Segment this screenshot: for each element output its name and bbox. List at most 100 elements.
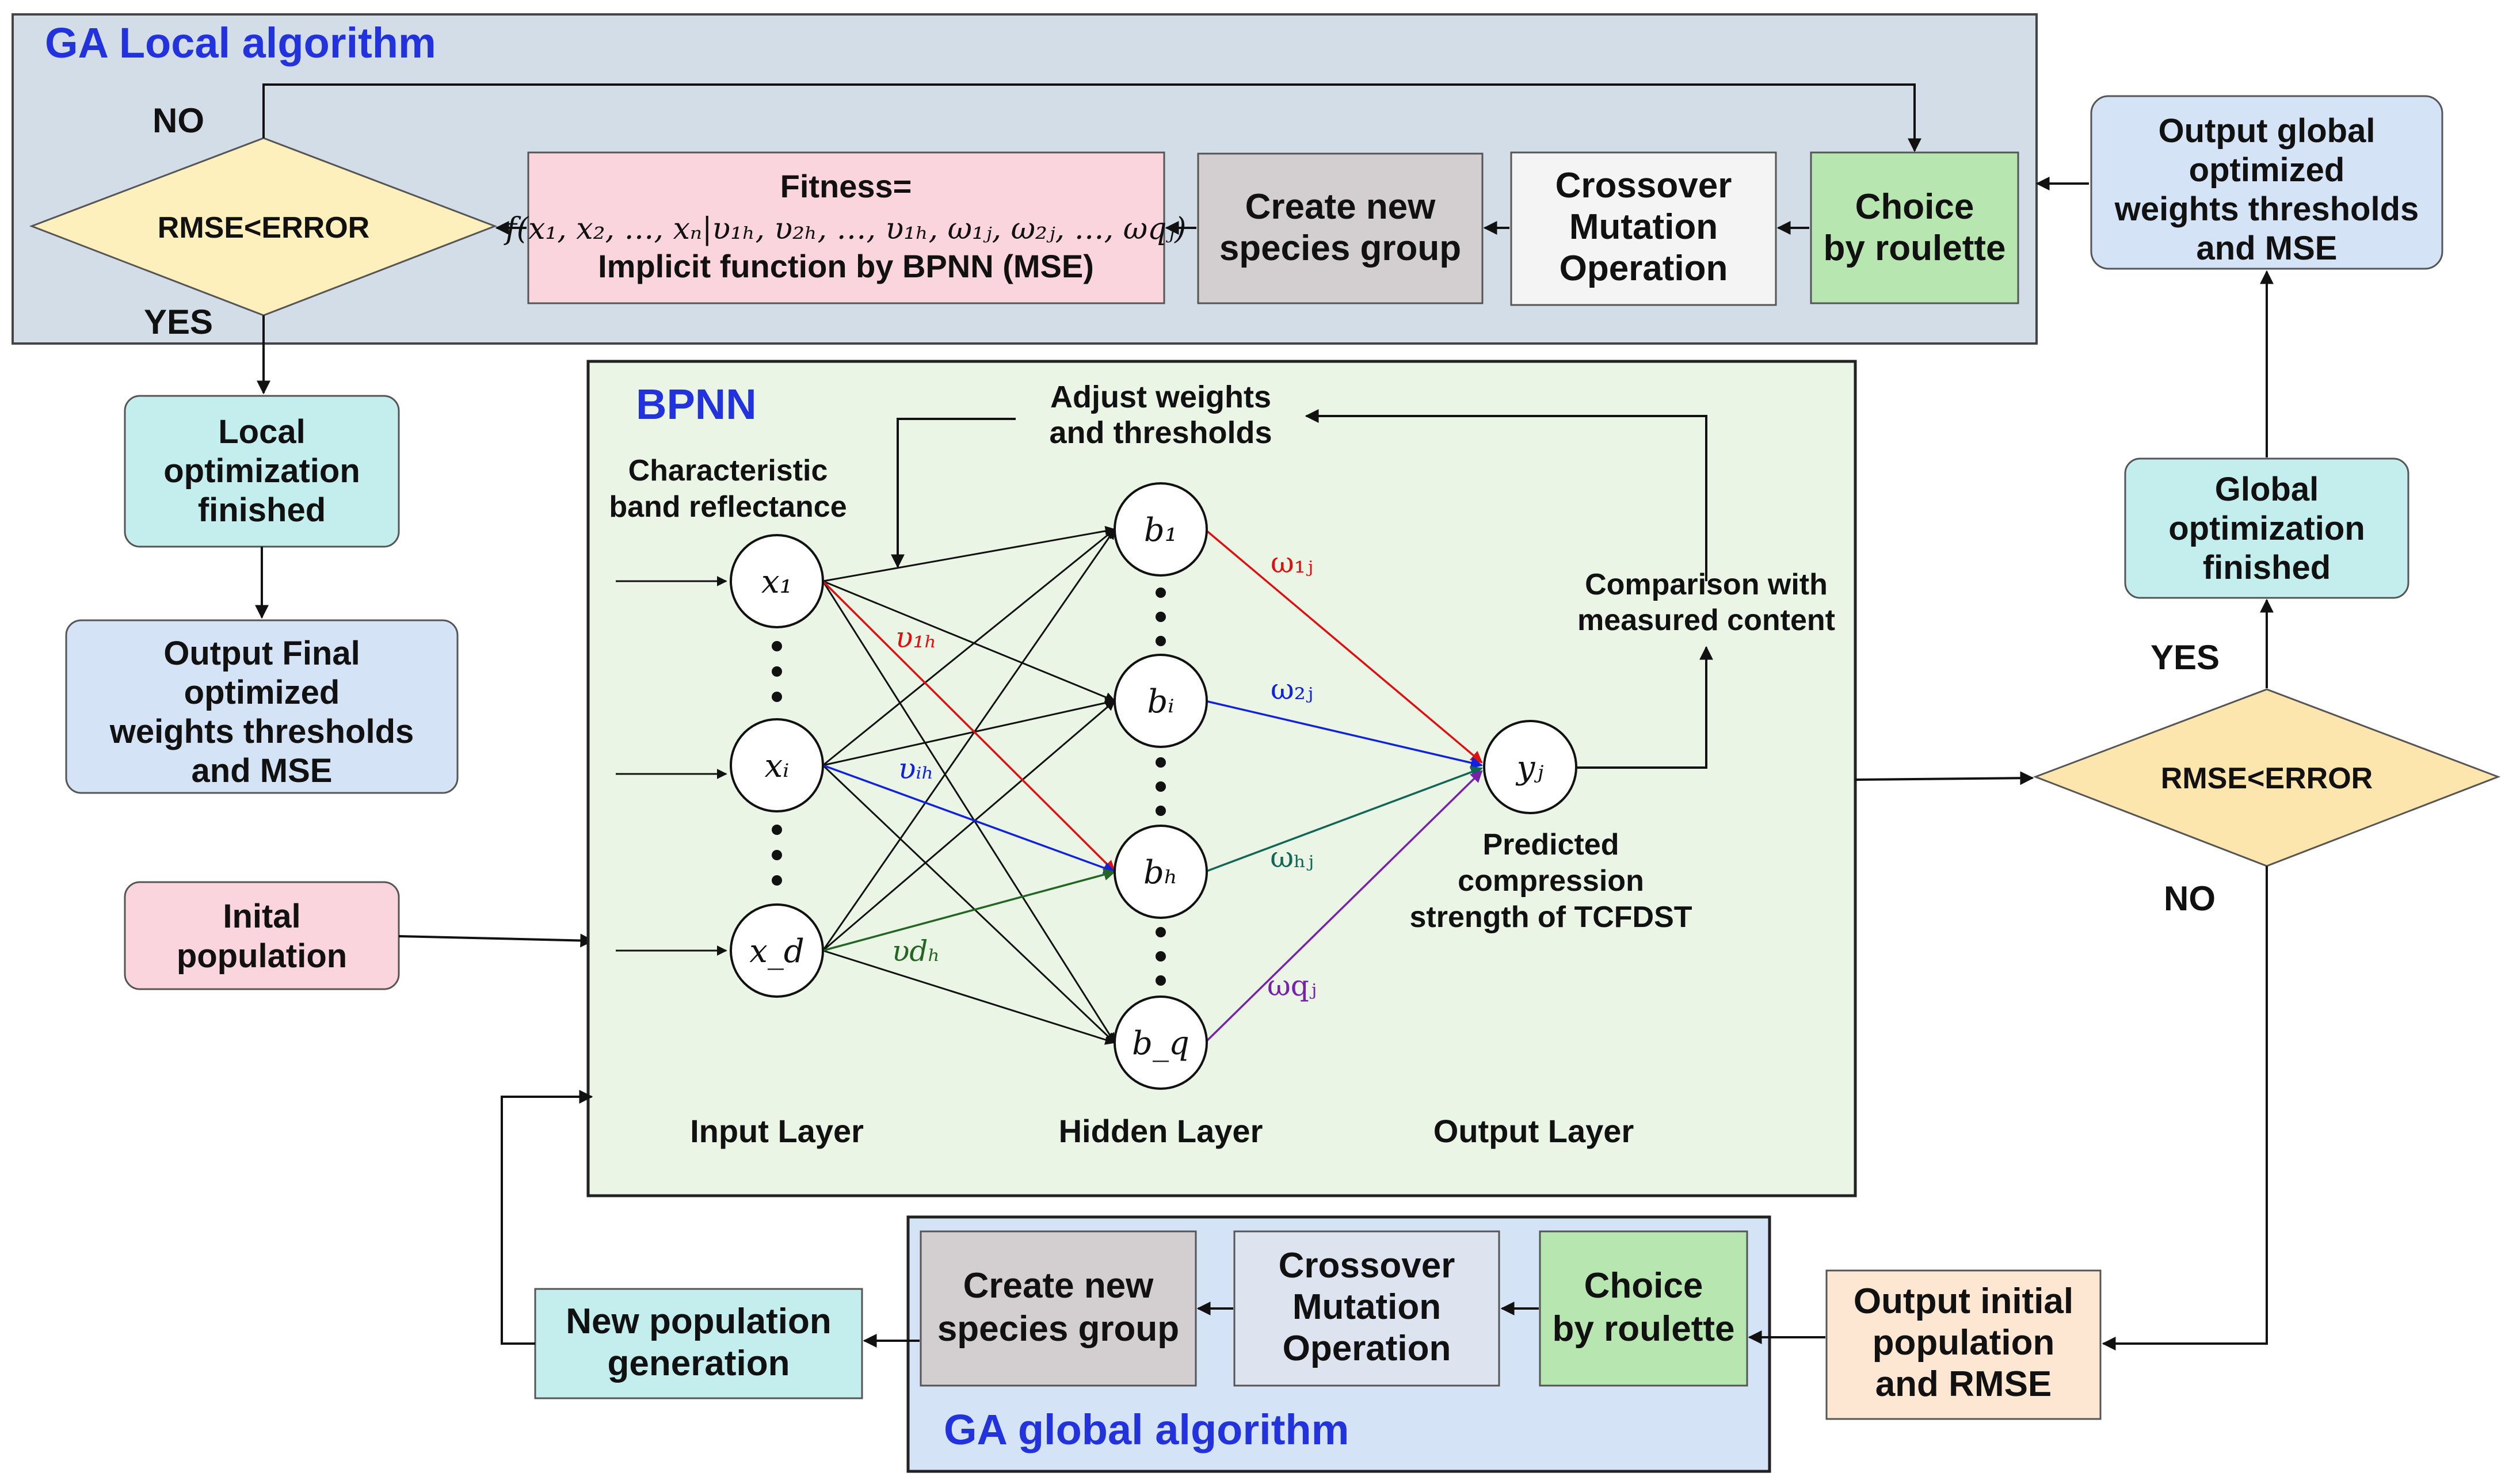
global-crossover-line2: Mutation	[1292, 1287, 1441, 1327]
input-node-1-label: x₁	[761, 563, 792, 601]
global-create-line1: Create new	[963, 1266, 1154, 1306]
weighted-connections	[822, 528, 1484, 1044]
hidden-node-i-label: bᵢ	[1147, 683, 1174, 720]
local-decision-diamond	[29, 137, 498, 316]
predicted-line1: Predicted	[1483, 828, 1619, 861]
ga-local-title: GA Local algorithm	[45, 19, 436, 67]
output-node-label: yⱼ	[1515, 749, 1544, 787]
characteristic-line1: Characteristic	[628, 454, 828, 487]
new-population-line2: generation	[608, 1344, 790, 1383]
output-final-box	[65, 619, 459, 794]
local-crossover-line1: Crossover	[1555, 166, 1732, 205]
global-crossover-box	[1233, 1230, 1500, 1387]
right-column: Output global optimized weights threshol…	[1855, 95, 2501, 1351]
input-node-1	[730, 534, 824, 628]
fitness-subtitle: Implicit function by BPNN (MSE)	[598, 248, 1094, 284]
hidden-node-h-label: bₕ	[1143, 854, 1178, 891]
global-crossover-line3: Operation	[1283, 1329, 1451, 1368]
output-initial-box	[1825, 1269, 2102, 1420]
global-crossover-line1: Crossover	[1279, 1246, 1455, 1285]
global-finished-box	[2124, 457, 2409, 599]
global-decision-text: RMSE<ERROR	[2161, 762, 2373, 795]
ellipsis-dots	[772, 588, 1166, 986]
hidden-node-1	[1114, 482, 1208, 577]
fitness-formula: f(x₁, x₂, …, xₙ|υ₁ₕ, υ₂ₕ, …, υ₁ₕ, ω₁ⱼ, ω…	[504, 212, 1187, 246]
output-initial-line3: and RMSE	[1875, 1364, 2052, 1404]
output-global-line3: weights thresholds	[2114, 190, 2419, 228]
left-column: Local optimization finished Output Final…	[65, 395, 594, 990]
output-final-line2: optimized	[184, 674, 340, 711]
ga-local-panel: GA Local algorithm NO YES RMSE<ERROR Fit…	[12, 13, 2038, 345]
initial-population-box	[124, 881, 400, 990]
initial-population-line2: population	[177, 937, 347, 975]
input-node-i-label: xᵢ	[765, 747, 790, 785]
adjust-line1: Adjust weights	[1050, 380, 1271, 414]
ga-global-arrows	[501, 1090, 1825, 1348]
global-no-label: NO	[2164, 879, 2216, 918]
weight-labels: υ₁ₕ υᵢₕ υdₕ ω₁ⱼ ω₂ⱼ ωₕⱼ ωqⱼ	[892, 546, 1317, 1002]
comparison-line2: measured content	[1577, 604, 1835, 637]
network-nodes: x₁ xᵢ x_d b₁ bᵢ bₕ b_q yⱼ	[730, 482, 1577, 1090]
predicted-line2: compression	[1458, 864, 1644, 898]
output-initial-line2: population	[1873, 1323, 2055, 1363]
output-layer-label: Output Layer	[1433, 1113, 1634, 1149]
global-decision-diamond	[2033, 688, 2501, 867]
local-choice-line2: by roulette	[1824, 228, 2006, 268]
hidden-layer-label: Hidden Layer	[1059, 1113, 1263, 1149]
global-choice-line1: Choice	[1584, 1266, 1703, 1306]
output-final-line4: and MSE	[192, 752, 333, 789]
local-finished-line1: Local	[218, 413, 306, 451]
characteristic-line2: band reflectance	[609, 490, 847, 524]
ga-global-panel: GA global algorithm Create new species g…	[906, 1215, 1771, 1473]
weight-vih: υᵢₕ	[898, 752, 934, 785]
weight-w2j: ω₂ⱼ	[1271, 673, 1313, 706]
hidden-node-i	[1114, 654, 1208, 748]
global-yes-label: YES	[2151, 638, 2220, 677]
fitness-title: Fitness=	[780, 168, 912, 204]
global-finished-line1: Global	[2215, 471, 2319, 508]
input-node-d	[730, 903, 824, 998]
output-global-line1: Output global	[2159, 112, 2376, 150]
global-choice-box	[1539, 1230, 1748, 1387]
local-finished-line3: finished	[198, 491, 326, 529]
local-no-label: NO	[152, 101, 204, 140]
global-finished-line3: finished	[2203, 549, 2331, 586]
hidden-node-1-label: b₁	[1144, 512, 1177, 549]
input-layer-label: Input Layer	[690, 1113, 864, 1149]
local-crossover-line2: Mutation	[1569, 207, 1718, 247]
initial-population-line1: Inital	[223, 898, 300, 935]
output-final-line1: Output Final	[163, 635, 360, 672]
local-decision-text: RMSE<ERROR	[158, 211, 369, 245]
bpnn-feedback-arrows	[891, 409, 1713, 769]
hidden-node-q	[1114, 995, 1208, 1090]
local-choice-line1: Choice	[1855, 187, 1974, 227]
output-final-line3: weights thresholds	[109, 713, 414, 750]
global-choice-line2: by roulette	[1553, 1309, 1735, 1349]
local-create-line2: species group	[1219, 228, 1461, 268]
output-global-line4: and MSE	[2197, 230, 2338, 267]
predicted-line3: strength of TCFDST	[1409, 901, 1692, 934]
hidden-node-q-label: b_q	[1132, 1025, 1189, 1062]
global-finished-line2: optimization	[2168, 510, 2365, 547]
weight-whj: ωₕⱼ	[1270, 841, 1314, 874]
adjust-line2: and thresholds	[1049, 415, 1272, 450]
local-crossover-box	[1510, 151, 1777, 306]
output-node	[1483, 720, 1577, 814]
output-initial-line1: Output initial	[1854, 1281, 2073, 1321]
global-create-line2: species group	[937, 1309, 1179, 1349]
global-create-box	[920, 1230, 1197, 1387]
local-crossover-line3: Operation	[1560, 249, 1728, 288]
local-finished-line2: optimization	[163, 452, 360, 490]
weight-vdh: υdₕ	[892, 934, 940, 968]
input-node-i	[730, 718, 824, 812]
bpnn-title: BPNN	[636, 380, 757, 428]
network-connections	[616, 525, 1116, 1045]
hidden-node-h	[1114, 825, 1208, 919]
local-yes-label: YES	[144, 303, 213, 341]
new-population-line1: New population	[566, 1302, 832, 1341]
ga-global-title: GA global algorithm	[944, 1406, 1349, 1454]
weight-v1h: υ₁ₕ	[895, 621, 937, 654]
weight-w1j: ω₁ⱼ	[1271, 546, 1313, 579]
fitness-box	[527, 151, 1165, 304]
